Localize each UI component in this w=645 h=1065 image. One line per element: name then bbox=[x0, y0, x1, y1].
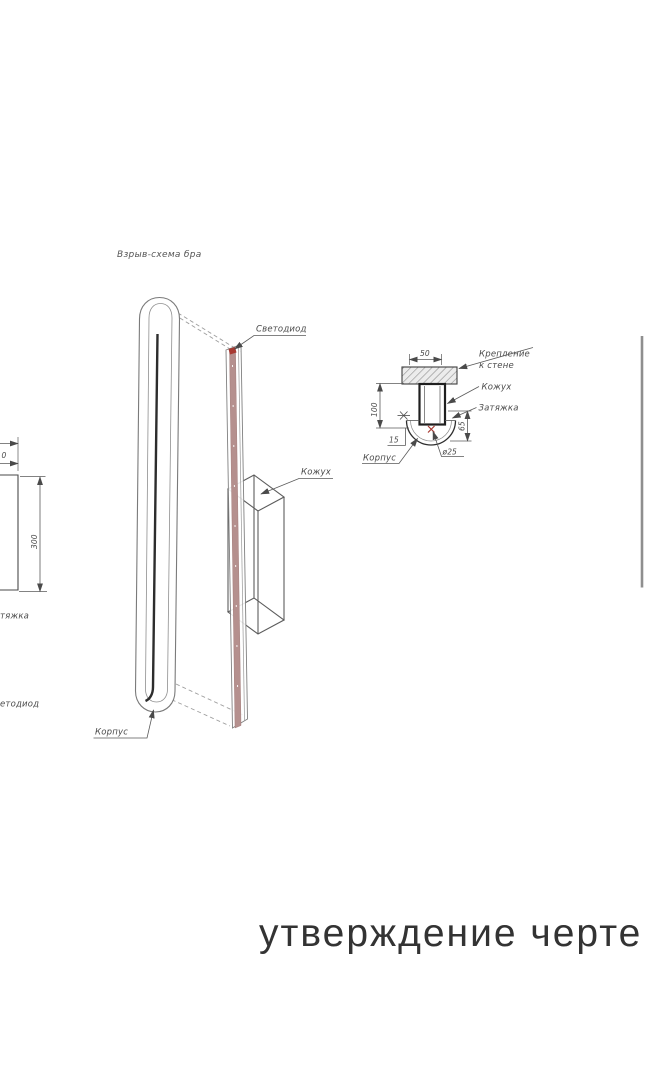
dim-300: 300 bbox=[30, 534, 39, 549]
label-tie-leader bbox=[451, 407, 477, 419]
caption-text: утверждение черте bbox=[259, 912, 643, 955]
dim-65: 65 bbox=[458, 421, 467, 431]
dim-100: 100 bbox=[370, 402, 379, 417]
exploded-view: Светодиод Кожух Корпус bbox=[93, 296, 333, 739]
label-body-leader bbox=[93, 709, 155, 739]
label-body: Корпус bbox=[95, 728, 128, 738]
led-strip bbox=[225, 343, 248, 729]
dim-15: 15 bbox=[389, 436, 399, 445]
dim-15-lines bbox=[387, 428, 406, 446]
label-tie-partial: тяжка bbox=[0, 612, 29, 622]
dim-50: 50 bbox=[420, 349, 430, 358]
label-tie: Затяжка bbox=[479, 404, 519, 414]
label-cover-section-leader bbox=[446, 386, 480, 404]
label-wall-mount-leader bbox=[458, 347, 534, 370]
cover-section bbox=[418, 382, 447, 426]
body-front-edge bbox=[144, 333, 159, 703]
body-inner-rim bbox=[145, 303, 173, 703]
body-section bbox=[405, 420, 457, 446]
projection-lines bbox=[158, 306, 244, 727]
label-cover-leader bbox=[260, 478, 333, 495]
label-wall-mount-line1: Крепление bbox=[479, 350, 530, 360]
section-view: 50 bbox=[362, 347, 534, 464]
label-body-section: Корпус bbox=[363, 454, 396, 464]
label-body-section-leader bbox=[362, 437, 418, 464]
label-cover: Кожух bbox=[301, 468, 332, 478]
drawing-title: Взрыв-схема бра bbox=[117, 250, 202, 260]
front-view: 0 300 тяжка етодиод bbox=[0, 437, 47, 710]
wall-section bbox=[401, 366, 458, 385]
label-wall-mount-line2: к стене bbox=[479, 361, 514, 371]
front-top-dims bbox=[0, 437, 19, 471]
dim-d25: ø25 bbox=[442, 448, 458, 457]
label-led-partial: етодиод bbox=[0, 700, 39, 710]
dim-100-lines bbox=[376, 382, 409, 429]
label-cover-section: Кожух bbox=[482, 383, 513, 393]
dim-d25-leader bbox=[432, 430, 464, 457]
dim-50-lines bbox=[408, 354, 443, 365]
label-led: Светодиод bbox=[256, 325, 307, 335]
dim-top-partial: 0 bbox=[2, 451, 7, 460]
center-mark bbox=[427, 425, 435, 433]
tie-mark bbox=[397, 411, 410, 420]
dim-300-lines bbox=[19, 476, 47, 593]
cover-box bbox=[226, 474, 286, 635]
front-body-rect bbox=[0, 474, 19, 591]
label-led-leader bbox=[233, 335, 306, 350]
